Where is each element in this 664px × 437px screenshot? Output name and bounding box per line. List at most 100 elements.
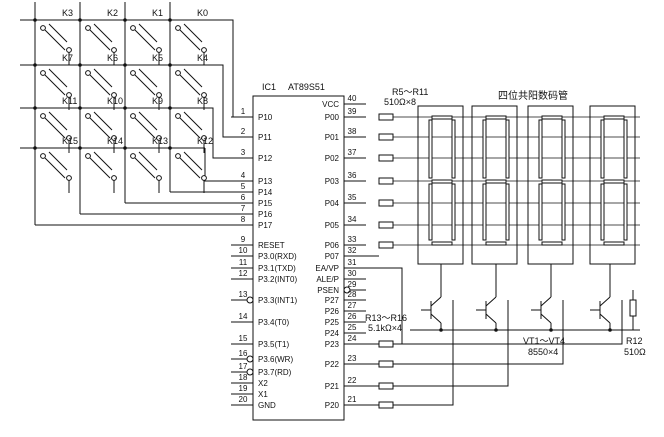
- segment: [561, 183, 566, 241]
- digit-frame: [471, 105, 518, 265]
- pin-number: 32: [348, 246, 357, 255]
- segment: [623, 119, 628, 179]
- key-lead: [89, 117, 111, 139]
- pin-name: GND: [258, 401, 276, 410]
- key-lead: [44, 74, 66, 96]
- pin-name: P01: [325, 133, 340, 142]
- key-contact: [156, 47, 162, 53]
- junction-dot: [33, 63, 37, 67]
- pin-number: 2: [241, 127, 246, 136]
- inversion-bubble: [246, 368, 254, 376]
- key-blade: [183, 111, 203, 131]
- key-label: K3: [62, 8, 73, 18]
- key-label: K5: [152, 53, 163, 63]
- pin-number: 28: [348, 290, 357, 299]
- key-contact: [111, 175, 117, 181]
- pin-number: 4: [241, 171, 246, 180]
- pin-number: 23: [348, 354, 357, 363]
- ic-part-number: AT89S51: [288, 82, 325, 92]
- key-label: K2: [107, 8, 118, 18]
- pin-name: X1: [258, 390, 268, 399]
- key-lead: [134, 29, 156, 51]
- pin-number: 35: [348, 193, 357, 202]
- transistor-collector: [485, 313, 497, 324]
- r12-value: 510Ω: [624, 347, 646, 357]
- key-blade: [138, 23, 158, 43]
- segment: [485, 241, 507, 246]
- key-contact: [201, 175, 207, 181]
- junction-dot: [123, 106, 127, 110]
- key-lead: [179, 29, 201, 51]
- transistor-emitter: [540, 296, 552, 307]
- key-lead: [179, 74, 201, 96]
- pin-name: P20: [325, 401, 340, 410]
- key-contact: [85, 113, 91, 119]
- pin-number: 29: [348, 280, 357, 289]
- key-blade: [183, 68, 203, 88]
- pin-number: 11: [239, 258, 248, 267]
- pin-number: 25: [348, 323, 357, 332]
- right-labels: R5～R11 510Ω×8 四位共阳数码管 R13～R16 5.1kΩ×4 VT…: [365, 87, 646, 357]
- key-blade: [48, 68, 68, 88]
- junction-dot: [78, 63, 82, 67]
- segment: [541, 115, 563, 120]
- r13-r16-label: R13～R16: [365, 313, 407, 323]
- pin-number: 18: [239, 373, 248, 382]
- key-contact: [40, 70, 46, 76]
- key-contact: [175, 25, 181, 31]
- key-contact: [66, 47, 72, 53]
- pin-name: P3.5(T1): [258, 340, 289, 349]
- ic-pins: 1P102P113P124P135P146P157P168P179RESET10…: [231, 94, 366, 410]
- key-label: K1: [152, 8, 163, 18]
- key-label: K0: [197, 8, 208, 18]
- vt-label: VT1～VT4: [523, 336, 565, 346]
- key-contact: [130, 70, 136, 76]
- segment: [541, 179, 563, 184]
- transistor-emitter: [599, 296, 611, 307]
- r5-r11-label: R5～R11: [392, 87, 428, 97]
- segment-resistor: [378, 221, 394, 229]
- pin-name: PSEN: [317, 286, 339, 295]
- segment: [428, 119, 433, 179]
- segment: [451, 119, 456, 179]
- row-wire: [204, 148, 231, 182]
- pin-number: 40: [348, 94, 357, 103]
- segment: [428, 183, 433, 241]
- key-label: K13: [152, 136, 168, 146]
- key-blade: [138, 151, 158, 171]
- key-lead: [44, 29, 66, 51]
- inversion-bubble: [246, 355, 254, 363]
- pin-name: P3.7(RD): [258, 368, 292, 377]
- ic-body: [252, 95, 345, 421]
- key-contact: [175, 70, 181, 76]
- pin-number: 12: [239, 269, 248, 278]
- segment: [505, 119, 510, 179]
- pin-name: VCC: [322, 100, 339, 109]
- segment: [603, 115, 625, 120]
- key-blade: [48, 111, 68, 131]
- segment-resistor: [378, 113, 394, 121]
- key-label: K4: [197, 53, 208, 63]
- key-label: K7: [62, 53, 73, 63]
- pin-number: 37: [348, 148, 357, 157]
- base-wire: [393, 300, 509, 387]
- key-contact: [130, 153, 136, 159]
- pin-number: 26: [348, 312, 357, 321]
- key-contact: [85, 25, 91, 31]
- key-blade: [93, 68, 113, 88]
- digit-drivers: [366, 264, 640, 409]
- base-resistor: [378, 360, 394, 368]
- transistor-emitter: [430, 296, 442, 307]
- junction-dot: [168, 106, 172, 110]
- segment: [482, 119, 487, 179]
- segment: [538, 119, 543, 179]
- segment-resistor: [378, 154, 394, 162]
- pin-number: 31: [348, 258, 357, 267]
- pin-number: 21: [348, 395, 357, 404]
- pin-name: RESET: [258, 241, 285, 250]
- base-wire: [393, 300, 454, 406]
- key-contact: [40, 25, 46, 31]
- junction-dot: [78, 18, 82, 22]
- segment: [623, 183, 628, 241]
